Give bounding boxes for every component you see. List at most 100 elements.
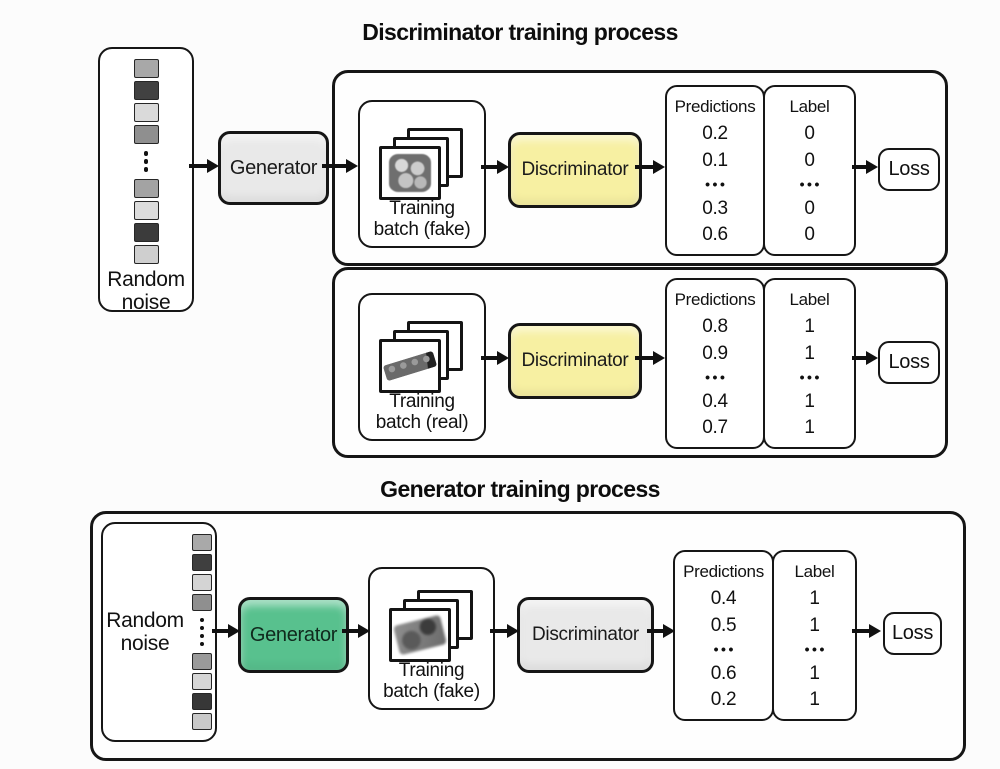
noise-square [133,59,159,78]
predictions-header: Predictions [683,561,764,581]
label-header: Label [794,561,835,581]
random-noise-box-top: Random noise [98,47,194,314]
label-header: Label [789,96,830,116]
noise-square [191,553,212,571]
ellipsis-icon: ••• [713,641,736,658]
prediction-value: 0.6 [702,224,728,246]
noise-square [191,653,212,671]
generator-box-top: Generator [218,131,329,205]
generator-section-title: Generator training process [380,476,660,502]
prediction-value: 0.7 [702,417,728,439]
discriminator-box-bottom: Discriminator [517,597,654,673]
ellipsis-vertical-icon [143,147,149,176]
noise-square [133,103,159,122]
noise-square [133,178,159,198]
predictions-column-row2: Predictions 0.8 0.9 ••• 0.4 0.7 [665,278,765,449]
batch-caption-line2: batch (fake) [373,219,471,240]
prediction-value: 0.2 [702,123,728,145]
label-column-row1: Label 0 0 ••• 0 0 [763,85,856,256]
label-value: 1 [804,390,815,412]
prediction-value: 0.6 [710,662,737,684]
prediction-value: 0.3 [702,197,728,219]
noise-square [191,533,212,551]
noise-square [133,244,159,264]
batch-caption-line1: Training [389,198,455,219]
ellipsis-vertical-icon [199,614,205,651]
training-batch-fake-box: Training batch (fake) [358,100,486,248]
label-value: 0 [804,197,815,219]
label-header: Label [789,289,830,309]
prediction-value: 0.2 [710,689,737,711]
arrow-right-icon [852,623,881,639]
random-noise-line2: noise [120,632,170,655]
random-noise-line1: Random [106,609,184,632]
ellipsis-icon: ••• [705,176,728,193]
batch-caption: Training batch (real) [376,391,469,433]
noise-vector-icon [133,59,159,264]
ellipsis-icon: ••• [705,369,728,386]
label-column-bottom: Label 1 1 ••• 1 1 [772,550,857,721]
batch-caption: Training batch (fake) [383,660,480,702]
arrow-right-icon [635,350,665,366]
label-value: 0 [804,149,815,171]
prediction-value: 0.5 [710,614,737,636]
predictions-column-row1: Predictions 0.2 0.1 ••• 0.3 0.6 [665,85,765,256]
batch-caption-line1: Training [398,660,465,681]
discriminator-box-row2: Discriminator [508,323,642,399]
random-noise-line1: Random [107,267,185,291]
noise-square [191,693,212,711]
label-value: 1 [804,316,815,338]
fake-image-icon [389,154,431,192]
loss-box-bottom: Loss [883,612,942,655]
label-column-row2: Label 1 1 ••• 1 1 [763,278,856,449]
prediction-value: 0.8 [702,316,728,338]
label-value: 0 [804,123,815,145]
image-stack-icon [388,590,475,662]
arrow-right-icon [212,623,240,639]
noise-square [133,81,159,100]
noise-square [191,673,212,691]
arrow-right-icon [481,159,509,175]
label-value: 0 [804,224,815,246]
prediction-value: 0.4 [710,588,737,610]
arrow-right-icon [342,623,370,639]
label-value: 1 [809,588,820,610]
prediction-value: 0.9 [702,342,728,364]
label-value: 1 [809,689,820,711]
noise-square [191,573,212,591]
arrow-right-icon [852,159,878,175]
label-value: 1 [809,662,820,684]
training-batch-fake-box-bottom: Training batch (fake) [368,567,495,710]
random-noise-label: Random noise [107,268,185,314]
discriminator-box-row1: Discriminator [508,132,642,208]
random-noise-line2: noise [121,290,171,314]
arrow-right-icon [490,623,519,639]
arrow-right-icon [852,350,878,366]
label-value: 1 [809,614,820,636]
image-stack-icon [379,321,465,393]
batch-caption-line2: batch (real) [375,412,469,433]
random-noise-label: Random noise [106,609,184,655]
arrow-right-icon [189,158,219,174]
noise-square [191,593,212,611]
label-value: 1 [804,342,815,364]
random-noise-box-bottom: Random noise [101,522,217,742]
fake-image-icon [392,614,447,656]
arrow-right-icon [322,158,358,174]
prediction-value: 0.4 [702,390,728,412]
arrow-right-icon [635,159,665,175]
batch-caption: Training batch (fake) [374,198,471,240]
noise-square [133,125,159,144]
predictions-header: Predictions [674,289,756,309]
generator-box-bottom: Generator [238,597,349,673]
arrow-right-icon [481,350,509,366]
batch-caption-line1: Training [389,391,455,412]
noise-square [133,222,159,242]
noise-square [191,713,212,731]
real-image-icon [382,350,438,382]
arrow-right-icon [647,623,675,639]
noise-square [133,200,159,220]
training-batch-real-box: Training batch (real) [358,293,486,441]
image-stack-icon [379,128,465,200]
